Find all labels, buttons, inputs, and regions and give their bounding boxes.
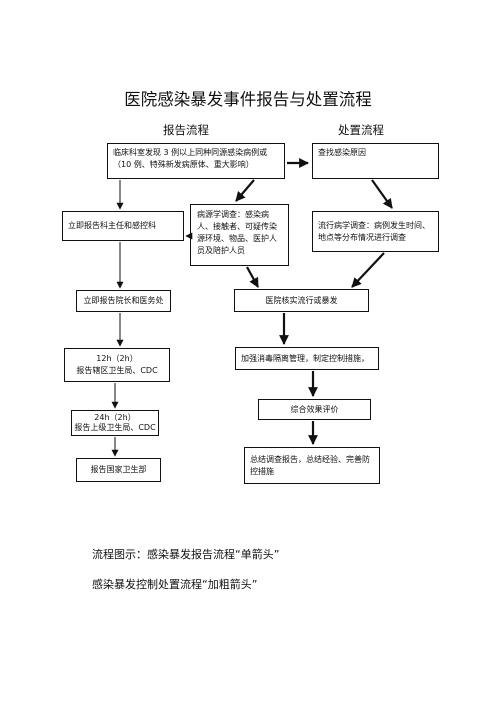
handle-flow-header: 处置流程 [338, 123, 384, 137]
report-dept-text: 立即报告科主任和感控科 [68, 221, 156, 230]
clinical-discovery-box: 临床科室发现 3 例以上同种同源感染病例或（10 例、特殊新发病原体、重大影响） [107, 143, 285, 179]
report-upper-time: 24h（2h） [94, 413, 136, 422]
report-national-box: 报告国家卫生部 [76, 458, 161, 482]
report-upper-box: 24h（2h） 报告上级卫生局、CDC [71, 410, 159, 436]
arrow-etiology-to-verify [246, 266, 259, 288]
summary-box: 总结调查报告，总结经验、完善防控措施 [244, 447, 380, 484]
etiology-box: 病源学调查：感染病人、接触者、可疑传染源环境、物品、医护人员及陪护人员 [190, 204, 289, 266]
etiology-text: 病源学调查：感染病人、接触者、可疑传染源环境、物品、医护人员及陪护人员 [197, 210, 277, 255]
find-cause-text: 查找感染原因 [318, 148, 366, 157]
arrow-epidemiology-to-verify [351, 252, 385, 288]
report-local-box: 12h（2h） 报告辖区卫生局、CDC [64, 348, 170, 382]
epidemiology-box: 流行病学调查：病例发生时间、地点等分布情况进行调查 [312, 211, 439, 252]
report-dean-box: 立即报告院长和医务处 [76, 290, 171, 312]
clinical-discovery-text: 临床科室发现 3 例以上同种同源感染病例或（10 例、特殊新发病原体、重大影响） [113, 148, 268, 169]
report-dept-box: 立即报告科主任和感控科 [62, 211, 184, 241]
epidemiology-text: 流行病学调查：病例发生时间、地点等分布情况进行调查 [318, 220, 430, 242]
control-text: 加强消毒隔离管理，制定控制措施， [241, 353, 369, 363]
report-upper-text: 报告上级卫生局、CDC [74, 423, 156, 432]
verify-box: 医院核实流行或暴发 [234, 289, 369, 312]
control-box: 加强消毒隔离管理，制定控制措施， [235, 347, 379, 370]
arrow-find-cause-to-epidemiology [371, 179, 393, 209]
evaluate-box: 综合效果评价 [258, 399, 371, 420]
report-national-text: 报告国家卫生部 [90, 465, 147, 474]
verify-text: 医院核实流行或暴发 [265, 295, 338, 305]
evaluate-text: 综合效果评价 [290, 404, 339, 414]
report-local-time: 12h（2h） [96, 354, 138, 363]
arrow-find-cause-to-etiology [235, 179, 255, 202]
report-flow-header: 报告流程 [163, 123, 209, 137]
find-cause-box: 查找感染原因 [312, 143, 439, 179]
report-dean-text: 立即报告院长和医务处 [83, 296, 164, 305]
summary-text: 总结调查报告，总结经验、完善防控措施 [250, 454, 370, 476]
legend-single-arrow: 流程图示：感染暴发报告流程“单箭头” [92, 548, 280, 561]
page-title: 医院感染暴发事件报告与处置流程 [124, 90, 372, 109]
report-local-text: 报告辖区卫生局、CDC [76, 366, 158, 375]
legend-bold-arrow: 感染暴发控制处置流程“加粗箭头” [92, 578, 258, 591]
